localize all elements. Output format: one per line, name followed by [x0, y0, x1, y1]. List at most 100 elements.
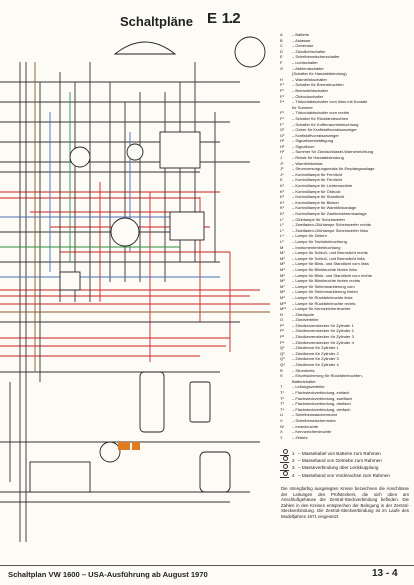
distributor: [99, 441, 121, 463]
legend-key: F⁴: [280, 99, 285, 105]
legend-row: J³– Stromversorgungsrelais für Empfangsa…: [280, 166, 412, 172]
generator: [139, 371, 165, 433]
legend-key: E: [280, 54, 283, 60]
legend-text: – Kontrolllampe für Standlicht: [292, 194, 345, 200]
legend-row: Q⁴– Zündkerze für Zylinder 4: [280, 362, 412, 368]
legend-key: H: [280, 76, 283, 82]
legend-row: S– Einzelsicherung für Rückfahrleuchten,: [280, 373, 412, 379]
legend-row: F– Lichtschalter: [280, 60, 412, 66]
legend-key: A: [280, 32, 283, 37]
legend-row: F⁵– Türkontaktschalter vorn rechts: [280, 110, 412, 116]
legend-row: M⁴– Lampe für Blinkleuchte hinten links: [280, 267, 412, 273]
legend-text: – Geber für Kraftstoffvorratsanzeiger: [292, 127, 357, 133]
legend-key: L²: [280, 222, 284, 228]
legend-text: – Anlasser: [292, 37, 311, 43]
ground-symbol-icon: [280, 449, 289, 457]
ground-key: 1: [292, 451, 295, 456]
legend-key: K⁴: [280, 199, 285, 205]
legend-key: P⁴: [280, 339, 285, 345]
legend-text: – Flachsteckverbindung, vierfach: [292, 406, 351, 412]
legend-text: – Kontrolllampe für Lichtmaschine: [292, 183, 353, 189]
legend-key: J⁴: [280, 171, 284, 177]
legend-row: T¹– Flachsteckverbindung, einfach: [280, 390, 412, 396]
legend-text: – Flachsteckverbindung, einfach: [292, 390, 350, 395]
legend-row: M¹– Lampe für Schluß- und Bremslicht rec…: [280, 250, 412, 256]
legend-key: P²: [280, 328, 284, 334]
legend-key: X: [280, 429, 283, 435]
legend-row: E– Scheibenwischerschalter: [280, 54, 412, 60]
ground-text: – Masseband von Vorderachse zum Rahmen: [298, 472, 390, 478]
section-letter: E: [207, 10, 217, 27]
legend-row: M⁶– Lampe für Blinkleuchte hinten rechts: [280, 278, 412, 284]
legend-text: – Warnblinkrelais: [292, 160, 323, 166]
wiper-motor: [110, 217, 140, 247]
legend-row: F¹– Schalter für Bremsleuchten: [280, 82, 412, 88]
legend-key: K¹: [280, 183, 284, 189]
ignition-coil: [189, 381, 211, 423]
legend-key: S: [280, 373, 283, 379]
fuse-box: [159, 131, 201, 169]
legend-key: M⁹: [280, 294, 286, 300]
legend-key: M¹⁰: [280, 300, 287, 306]
legend-row: Q³– Zündkerze für Zylinder 3: [280, 356, 412, 362]
legend-row: H²– Signalhorn: [280, 144, 412, 150]
legend-row: H³– Summer für Zündschlüssel-Warneinrich…: [280, 149, 412, 155]
legend-text: – Warnblinkschalter: [292, 76, 327, 82]
legend-key: F⁶: [280, 115, 285, 121]
legend-row: H – Warnblinkschalter: [280, 77, 412, 83]
brown-wires: [0, 62, 270, 372]
legend-key: G: [280, 65, 284, 71]
legend-key: G¹: [280, 127, 285, 133]
legend-text: – Zündkerzenstecker für Zylinder 1: [292, 322, 354, 328]
legend-text: – Lampe für Rückfahrleuchte rechts: [292, 300, 356, 306]
footer-divider: [0, 565, 414, 566]
legend-row: L²– Zweifaden-Glühlampe Scheinwerfer rec…: [280, 222, 412, 228]
legend-text: – Schalter für Rückfahrleuchten: [292, 115, 349, 121]
legend-key: K⁵: [280, 205, 285, 211]
wiring-diagram: [0, 36, 270, 542]
legend-row: F⁴– Türkontaktschalter vorn links mit Ko…: [280, 99, 412, 105]
legend-key: L⁴: [280, 233, 284, 239]
legend-row: F²– Bremslichtschalter: [280, 88, 412, 94]
legend-key: O: [280, 317, 284, 323]
legend-text: – Lampe für Blinkleuchte hinten links: [292, 266, 358, 272]
legend-text: – Kraftstoffvorratsanzeiger: [292, 132, 339, 138]
legend-key: M¹¹: [280, 306, 286, 312]
legend-row: C– Generator: [280, 43, 412, 49]
legend-row: J– Relais für Handabblendung: [280, 155, 412, 161]
legend-row: K¹ – Kontrolllampe für Lichtmaschine: [280, 183, 412, 189]
legend-row: O– Zündverteiler: [280, 317, 412, 323]
legend-row: A– Batterie: [280, 32, 412, 38]
legend-text: – Schalter für Bremsleuchten: [292, 82, 344, 88]
legend-key: J: [280, 155, 282, 161]
legend-text: – Zündkerze für Zylinder 1: [292, 345, 339, 351]
legend-text: – Zündkerze für Zylinder 4: [292, 362, 339, 368]
legend-row: M¹⁰ – Lampe für Rückfahrleuchte rechts: [280, 301, 412, 307]
legend-key: L⁵: [280, 238, 284, 244]
legend-text: – Türkontaktschalter vorn rechts: [292, 110, 350, 116]
legend-key: T²: [280, 395, 284, 401]
legend-text: – Zündkerzenstecker für Zylinder 2: [292, 328, 354, 334]
legend-key: C: [280, 43, 283, 49]
legend-text: – Lampe für Blink- und Standlicht vorn l…: [292, 261, 369, 267]
legend-key: F⁷: [280, 121, 284, 127]
ground-key: 3: [292, 465, 295, 471]
legend-key: Q¹: [280, 345, 285, 351]
legend-key: U: [280, 412, 283, 418]
legend-row: T³– Flachsteckverbindung, dreifach: [280, 401, 412, 407]
legend-text: – Lampe für Blink- und Standlicht vorn r…: [292, 272, 372, 278]
ground-text: – Masseverbindung über Lenkkupplung: [298, 465, 379, 471]
ground-key: 4: [292, 472, 295, 478]
legend-row: V– Scheibenwischermotor: [280, 418, 412, 424]
legend-row: K³– Kontrolllampe für Standlicht: [280, 194, 412, 200]
legend-key: F: [280, 59, 283, 65]
legend-key: M⁶: [280, 278, 285, 284]
connector-plugs: [118, 442, 140, 450]
legend-text: – Zündkerze für Zylinder 3: [292, 356, 339, 362]
legend-row: L⁴– Lampe für Zeituhr: [280, 233, 412, 239]
legend-text: – Kontrolllampe für Warnblinkanlage: [292, 205, 357, 211]
legend-text: – Lampe für Schluß- und Bremslicht recht…: [292, 250, 368, 256]
legend-row: T⁴– Flachsteckverbindung, vierfach: [280, 407, 412, 413]
legend-text: (Schalter für Handabblendung): [292, 71, 347, 77]
